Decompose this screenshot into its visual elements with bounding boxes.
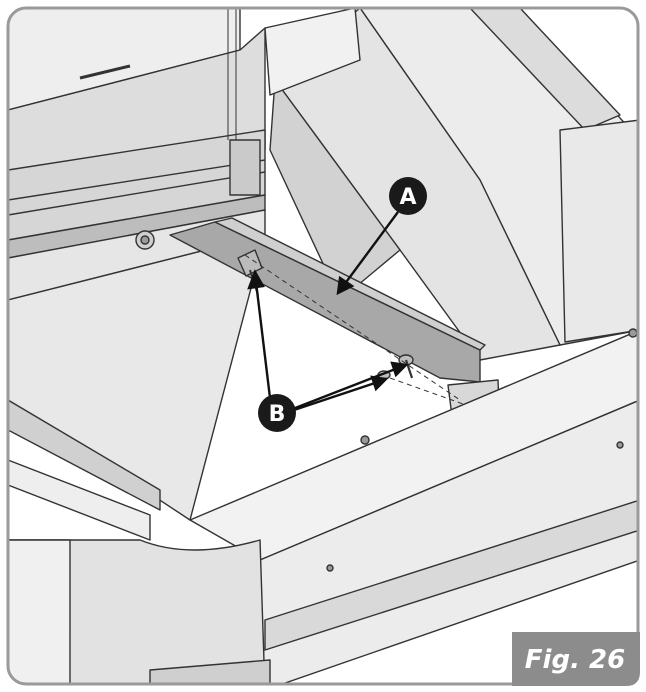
callout-b-label: B: [269, 402, 286, 427]
back-panel-stripe: [469, 8, 621, 131]
curved-opening: [8, 539, 266, 684]
frame-border: [6, 6, 640, 686]
leader-lines: [247, 211, 409, 414]
callout-b-circle: [258, 394, 296, 432]
front-panel-step: [264, 499, 638, 651]
rail-clip: [229, 139, 261, 196]
left-pillar: [8, 539, 71, 684]
bottom-part: [149, 659, 271, 684]
right-column: [559, 119, 638, 343]
callout-a: A: [389, 177, 427, 215]
hood-right-box: [264, 8, 361, 96]
left-ledge: [8, 459, 151, 541]
callout-a-label: A: [399, 185, 416, 210]
hood-front: [8, 27, 266, 171]
figure-badge: Fig. 26: [512, 632, 640, 686]
left-chute-base: [8, 399, 161, 511]
callout-b: B: [258, 394, 296, 432]
figure-label: Fig. 26: [525, 645, 625, 675]
callout-a-circle: [389, 177, 427, 215]
